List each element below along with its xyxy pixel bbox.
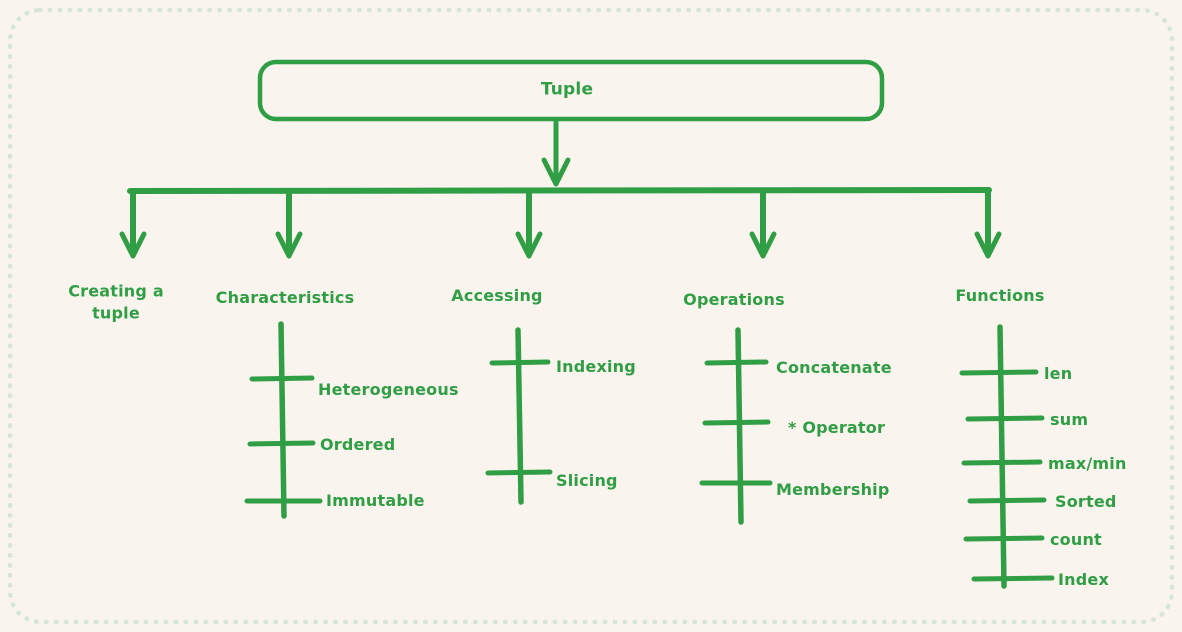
tick (247, 440, 316, 447)
tick (704, 359, 769, 366)
branch-arrow-head (974, 231, 1002, 259)
tick (971, 575, 1055, 582)
root-arrow-head (541, 157, 571, 187)
tick (249, 375, 315, 382)
item-label-heterogeneous: Heterogeneous (318, 380, 459, 400)
item-label-ordered: Ordered (320, 435, 396, 455)
item-label-indexing: Indexing (556, 357, 636, 377)
tick (961, 459, 1043, 466)
branch-label-creating-a-tuple: Creating a tuple (68, 281, 164, 322)
root-node-box (257, 59, 885, 122)
operations-stem (735, 327, 744, 525)
item-label-slicing: Slicing (556, 471, 618, 491)
branch-arrow-head (515, 231, 543, 259)
item-label-star-operator: * Operator (788, 418, 886, 438)
item-label-immutable: Immutable (326, 491, 425, 511)
root-node-label: Tuple (540, 79, 594, 100)
branch-label-characteristics: Characteristics (215, 288, 355, 308)
branch-label-accessing: Accessing (451, 286, 543, 306)
item-label-membership: Membership (776, 480, 890, 500)
tick (485, 469, 553, 476)
branch-arrow-head (749, 231, 777, 259)
tick (702, 419, 771, 426)
accessing-stem (515, 327, 524, 505)
characteristics-stem (278, 321, 287, 519)
branch-label-operations: Operations (683, 290, 785, 310)
branch-bus-line (127, 187, 992, 194)
tick (963, 535, 1045, 542)
item-label-len: len (1044, 364, 1073, 384)
tick (967, 497, 1047, 504)
tick (959, 369, 1039, 376)
item-label-sum: sum (1050, 410, 1089, 430)
item-label-sorted: Sorted (1055, 492, 1117, 512)
branch-arrow-head (275, 231, 303, 259)
item-label-index: Index (1058, 570, 1109, 590)
functions-stem (997, 324, 1007, 589)
item-label-concatenate: Concatenate (776, 358, 892, 378)
branch-label-functions: Functions (955, 286, 1045, 306)
item-label-max-min: max/min (1048, 454, 1127, 474)
branch-arrow-head (119, 231, 147, 259)
tick (489, 359, 551, 366)
item-label-count: count (1050, 530, 1102, 550)
tick (965, 415, 1045, 422)
